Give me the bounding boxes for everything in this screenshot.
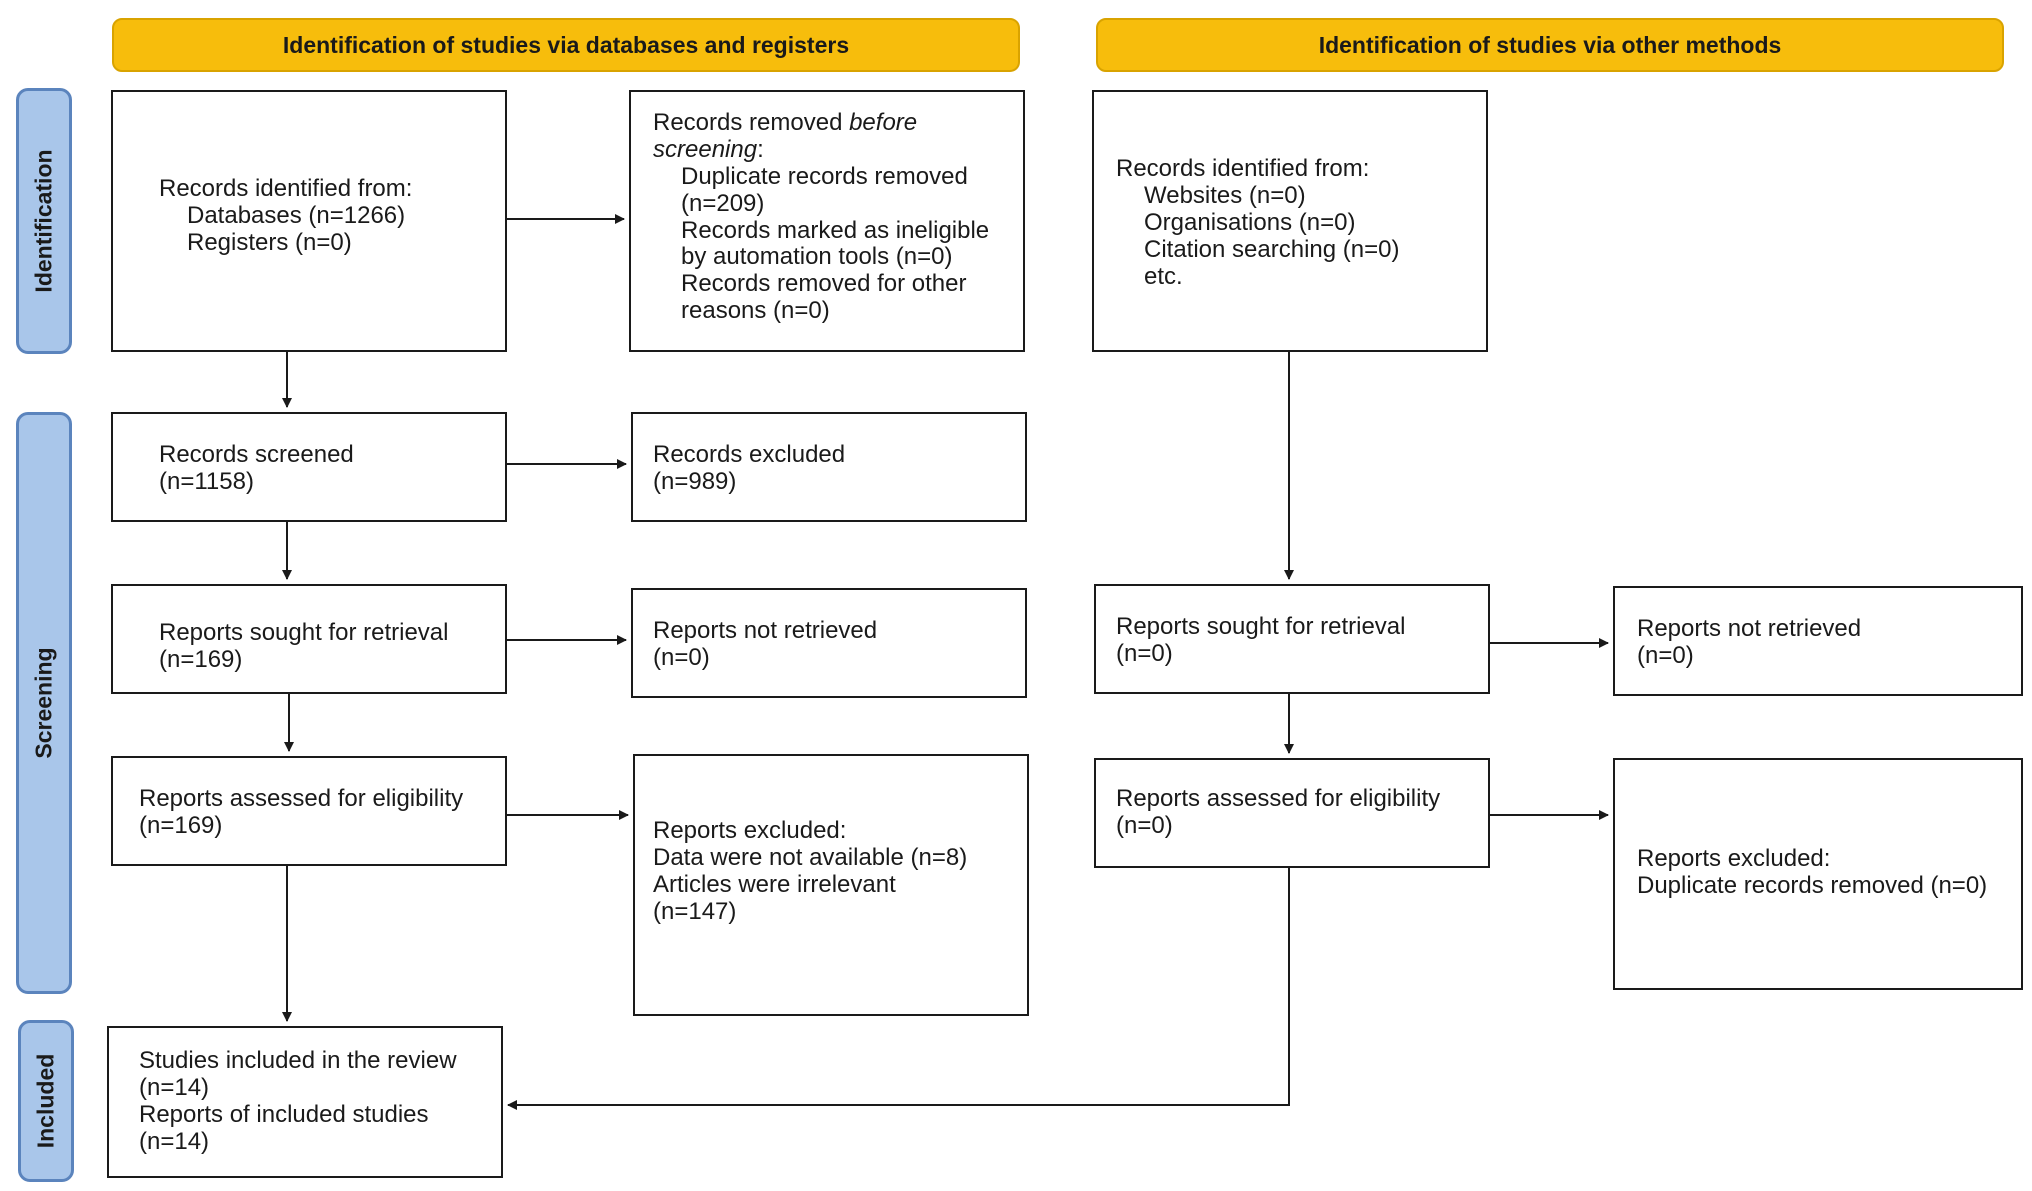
- left-reports-excluded-box: Reports excluded: Data were not availabl…: [633, 754, 1029, 1016]
- phase-screening: Screening: [16, 412, 72, 994]
- right-reports-not-retrieved-title: Reports not retrieved: [1637, 615, 1862, 642]
- left-reports-not-retrieved-title: Reports not retrieved: [653, 617, 878, 644]
- records-removed-box: Records removed before screening: Duplic…: [629, 90, 1025, 352]
- left-reports-assessed-count: (n=169): [139, 811, 223, 839]
- records-excluded-title: Records excluded: [653, 441, 846, 468]
- reports-included-count: (n=14): [139, 1127, 210, 1155]
- records-identified-databases: Databases (n=1266): [187, 201, 406, 229]
- duplicates-removed-line1: Duplicate records removed: [681, 162, 968, 190]
- left-reports-excluded-title: Reports excluded:: [653, 817, 847, 844]
- records-removed-title-plain: Records removed: [653, 109, 850, 136]
- phase-included: Included: [18, 1020, 74, 1182]
- other-records-etc: etc.: [1144, 262, 1183, 290]
- right-reports-not-retrieved-box: Reports not retrieved (n=0): [1613, 586, 2023, 696]
- right-reports-sought-title: Reports sought for retrieval: [1116, 613, 1406, 640]
- left-reports-sought-title: Reports sought for retrieval: [159, 619, 449, 646]
- reports-included-title: Reports of included studies: [139, 1100, 429, 1128]
- studies-included-box: Studies included in the review (n=14) Re…: [107, 1026, 503, 1178]
- ineligible-line1: Records marked as ineligible: [681, 216, 990, 244]
- left-reports-assessed-title: Reports assessed for eligibility: [139, 785, 464, 812]
- other-records-websites: Websites (n=0): [1144, 181, 1306, 209]
- duplicates-removed-line2: (n=209): [681, 189, 765, 217]
- left-reports-not-retrieved-box: Reports not retrieved (n=0): [631, 588, 1027, 698]
- right-reports-assessed-box: Reports assessed for eligibility (n=0): [1094, 758, 1490, 868]
- studies-included-title: Studies included in the review: [139, 1047, 457, 1074]
- left-reports-excluded-line1: Data were not available (n=8): [653, 843, 968, 871]
- records-screened-count: (n=1158): [159, 467, 254, 495]
- records-screened-title: Records screened: [159, 441, 354, 468]
- left-reports-excluded-line2: Articles were irrelevant: [653, 870, 896, 898]
- ineligible-line2: by automation tools (n=0): [681, 243, 953, 271]
- phase-identification: Identification: [16, 88, 72, 354]
- records-identified-registers: Registers (n=0): [187, 228, 352, 256]
- other-records-identified-box: Records identified from: Websites (n=0) …: [1092, 90, 1488, 352]
- left-reports-excluded-line3: (n=147): [653, 897, 737, 925]
- records-removed-title: Records removed before: [653, 109, 989, 137]
- left-reports-sought-box: Reports sought for retrieval (n=169): [111, 584, 507, 694]
- right-reports-assessed-title: Reports assessed for eligibility: [1116, 785, 1441, 812]
- records-screened-box: Records screened (n=1158): [111, 412, 507, 522]
- left-reports-sought-count: (n=169): [159, 645, 243, 673]
- header-databases-registers-label: Identification of studies via databases …: [282, 31, 850, 58]
- records-removed-title-line2: screening:: [653, 135, 989, 164]
- right-reports-excluded-box: Reports excluded: Duplicate records remo…: [1613, 758, 2023, 990]
- right-reports-not-retrieved-count: (n=0): [1637, 641, 1694, 669]
- right-reports-excluded-line1: Duplicate records removed (n=0): [1637, 871, 1988, 899]
- records-excluded-count: (n=989): [653, 467, 737, 495]
- records-removed-title-colon: :: [757, 135, 764, 163]
- other-records-organisations: Organisations (n=0): [1144, 208, 1356, 236]
- records-excluded-box: Records excluded (n=989): [631, 412, 1027, 522]
- right-reports-excluded-title: Reports excluded:: [1637, 845, 1831, 872]
- left-reports-not-retrieved-count: (n=0): [653, 643, 710, 671]
- header-other-methods-label: Identification of studies via other meth…: [1318, 31, 1782, 58]
- studies-included-count: (n=14): [139, 1073, 210, 1101]
- right-reports-sought-box: Reports sought for retrieval (n=0): [1094, 584, 1490, 694]
- other-records-identified-title: Records identified from:: [1116, 155, 1370, 182]
- other-reasons-line1: Records removed for other: [681, 270, 967, 298]
- arrow-other-assessed-to-included: [507, 868, 1290, 1110]
- left-reports-assessed-box: Reports assessed for eligibility (n=169): [111, 756, 507, 866]
- right-reports-sought-count: (n=0): [1116, 639, 1173, 667]
- records-removed-title-italic2: screening: [653, 135, 758, 163]
- records-removed-title-italic: before: [849, 109, 918, 136]
- records-identified-box: Records identified from: Databases (n=12…: [111, 90, 507, 352]
- other-reasons-line2: reasons (n=0): [681, 297, 830, 325]
- header-other-methods: Identification of studies via other meth…: [1096, 18, 2004, 72]
- header-databases-registers: Identification of studies via databases …: [112, 18, 1020, 72]
- right-reports-assessed-count: (n=0): [1116, 811, 1173, 839]
- other-records-citation: Citation searching (n=0): [1144, 235, 1400, 263]
- records-identified-title: Records identified from:: [159, 175, 413, 202]
